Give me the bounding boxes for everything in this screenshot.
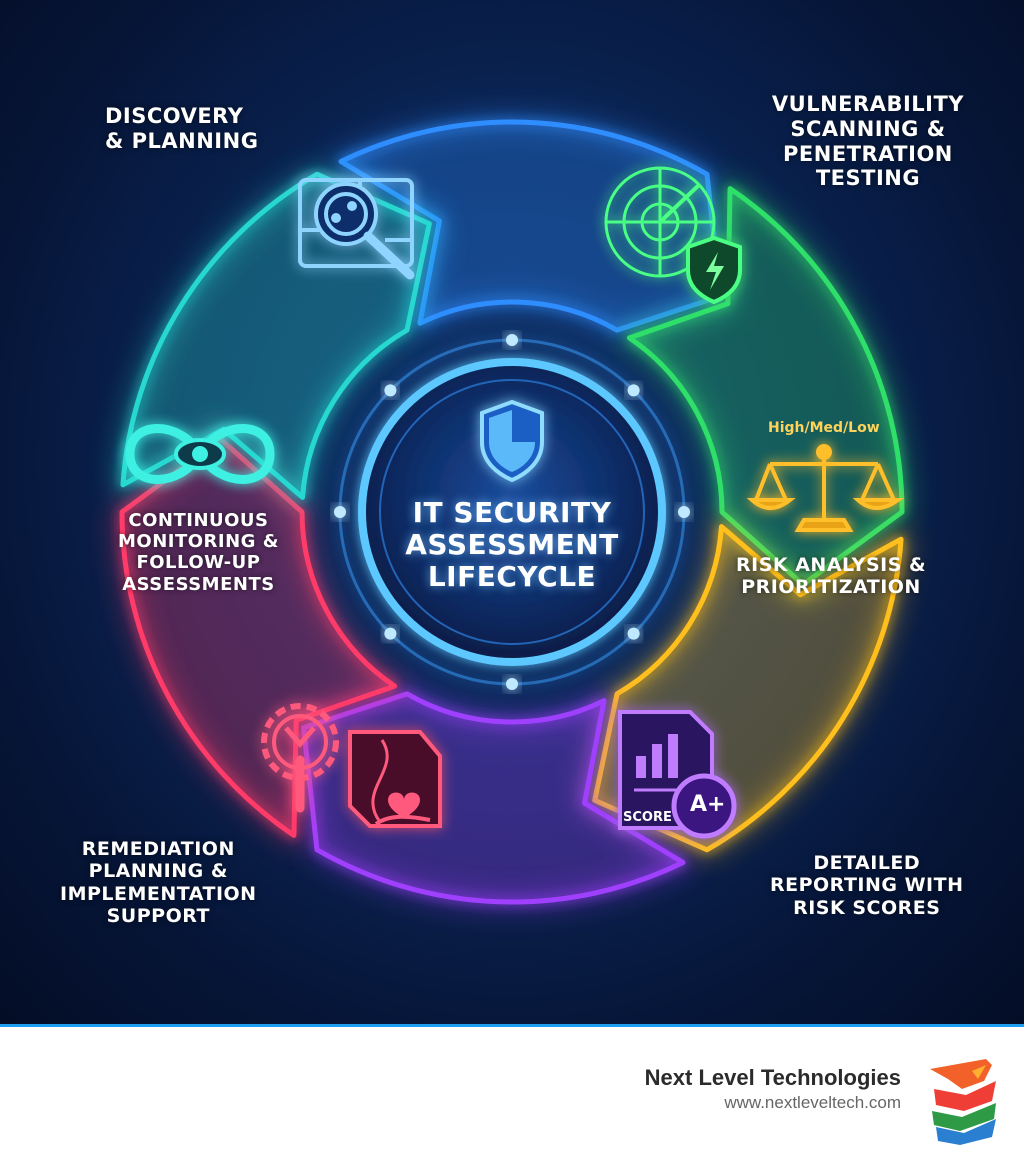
stage-label-line: RISK SCORES: [793, 896, 941, 919]
hub-node-dot: [384, 627, 397, 640]
company-url[interactable]: www.nextleveltech.com: [724, 1093, 901, 1112]
stage-label-scanning: VULNERABILITY SCANNING & PENETRATION TES…: [772, 92, 964, 191]
hub-node-dot: [678, 506, 690, 518]
hub-node-dot: [384, 384, 397, 397]
stage-label-risk: RISK ANALYSIS & PRIORITIZATION: [736, 554, 926, 599]
hub-node-dot: [627, 384, 640, 397]
score-label: SCORE: [623, 810, 672, 825]
risk-levels-label: High/Med/Low: [768, 420, 880, 436]
hub-node-dot: [506, 334, 518, 346]
footer: Next Level Technologies www.nextleveltec…: [0, 1024, 1024, 1154]
hub-node-dot: [627, 627, 640, 640]
stage-label-reporting: DETAILED REPORTING WITH RISK SCORES: [770, 852, 964, 919]
stage-label-line: SCANNING &: [790, 116, 946, 141]
wrench-gear-road-icon: [261, 703, 442, 828]
stage-label-line: IMPLEMENTATION: [60, 882, 257, 905]
hub-core: [358, 358, 666, 666]
center-title-line: LIFECYCLE: [427, 560, 597, 594]
hub-node-dot: [334, 506, 346, 518]
hub-inner-ring: [379, 379, 645, 645]
shield-icon: [480, 399, 544, 483]
grade-badge: A+: [690, 792, 726, 817]
stage-label-remediation: REMEDIATION PLANNING & IMPLEMENTATION SU…: [60, 838, 257, 928]
stage-label-line: DETAILED: [813, 852, 921, 874]
hub-node-dot: [506, 678, 518, 690]
radar-shield-icon: [604, 166, 742, 305]
stage-label-line: & PLANNING: [105, 128, 259, 153]
lifecycle-wheel: [114, 115, 910, 909]
center-title: IT SECURITY ASSESSMENT LIFECYCLE: [362, 496, 662, 594]
center-title-line: ASSESSMENT: [405, 528, 619, 562]
stage-label-line: DISCOVERY: [105, 104, 244, 128]
segment-discovery: [338, 119, 723, 333]
stage-label-line: PRIORITIZATION: [741, 576, 921, 599]
company-logo: [930, 1059, 996, 1145]
stage-label-line: PENETRATION: [783, 141, 953, 166]
stage-label-line: VULNERABILITY: [771, 92, 964, 116]
stage-label-line: CONTINUOUS: [128, 510, 269, 531]
segment-scanning: [626, 186, 905, 588]
stage-label-line: ASSESSMENTS: [122, 573, 275, 595]
stage-label-line: PLANNING &: [88, 860, 228, 883]
stage-label-line: FOLLOW-UP: [136, 552, 261, 574]
company-name: Next Level Technologies: [644, 1065, 901, 1090]
stage-label-line: REMEDIATION: [81, 838, 235, 860]
diagram-canvas: DISCOVERY & PLANNING VULNERABILITY SCANN…: [0, 0, 1024, 1024]
magnifier-map-icon: [298, 178, 415, 280]
stage-label-line: REPORTING WITH: [770, 874, 964, 897]
stage-label-monitoring: CONTINUOUS MONITORING & FOLLOW-UP ASSESS…: [118, 510, 279, 595]
center-title-line: IT SECURITY: [412, 496, 612, 529]
segment-remediation: [119, 436, 398, 838]
infinity-eye-icon: [125, 424, 275, 484]
stage-label-line: TESTING: [815, 166, 921, 191]
balance-scale-icon: [746, 444, 905, 532]
stage-label-line: RISK ANALYSIS &: [736, 554, 927, 576]
stage-label-line: MONITORING &: [118, 531, 279, 553]
report-score-icon: [618, 710, 737, 839]
stage-label-line: SUPPORT: [106, 905, 210, 928]
stage-label-discovery: DISCOVERY & PLANNING: [105, 104, 258, 154]
